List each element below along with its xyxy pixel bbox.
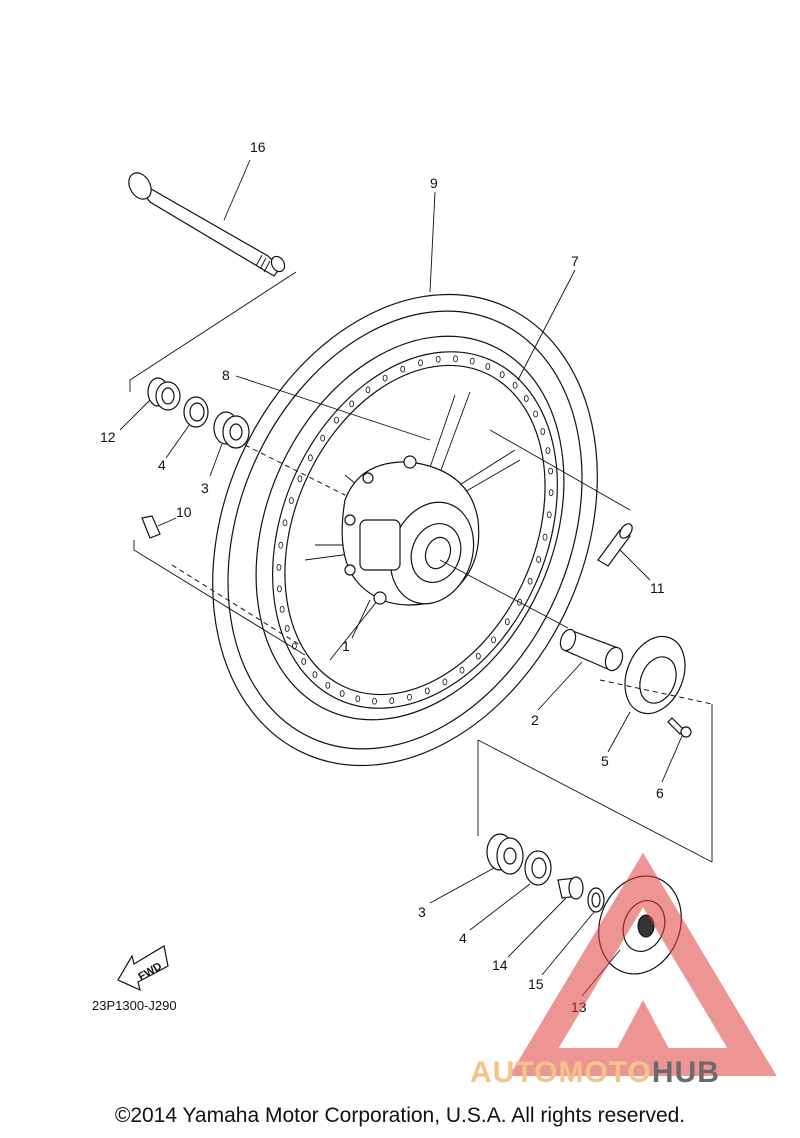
tire-valve <box>597 523 633 567</box>
callout-4-right: 4 <box>459 930 467 946</box>
rim-spoke-hole <box>349 400 355 408</box>
rim-spoke-hole <box>542 533 548 541</box>
rim-spoke-hole <box>546 511 552 519</box>
callout-3-right: 3 <box>418 904 426 920</box>
front-axle <box>128 172 286 277</box>
rim-spoke-hole <box>491 636 496 644</box>
rim-spoke-hole <box>365 386 371 394</box>
rim-spoke-hole <box>512 381 518 389</box>
rim <box>272 351 558 709</box>
callout-3-left: 3 <box>201 480 209 496</box>
callouts: 16 9 7 8 12 4 3 10 11 1 2 5 6 3 4 14 15 … <box>100 139 665 1015</box>
rim-spoke-hole <box>297 475 303 483</box>
rim-spoke-hole <box>418 359 423 367</box>
rim-spoke-hole <box>382 374 388 382</box>
rim-spoke-hole <box>284 625 290 632</box>
left-collar <box>147 377 181 411</box>
rim-spoke-hole <box>485 363 491 370</box>
copyright-notice: ©2014 Yamaha Motor Corporation, U.S.A. A… <box>114 1104 686 1127</box>
rim-spoke-hole <box>523 395 529 402</box>
callout-7: 7 <box>571 253 579 269</box>
rim-spoke-hole <box>339 690 345 697</box>
rim-spoke-hole <box>355 695 361 703</box>
drawing-code: 23P1300-J290 <box>92 998 177 1013</box>
rim-spoke-hole <box>400 365 406 373</box>
left-oil-seal <box>183 396 209 428</box>
fwd-arrow-icon: FWD <box>117 945 169 992</box>
rim-spoke-holes <box>276 355 554 705</box>
rim-spoke-hole <box>320 434 326 442</box>
rim-spoke-hole <box>540 428 546 435</box>
callout-2: 2 <box>531 712 539 728</box>
callout-16: 16 <box>250 139 266 155</box>
hub <box>341 455 480 606</box>
rim-spoke-hole <box>499 371 505 379</box>
rim-spoke-hole <box>282 519 288 527</box>
callout-4-left: 4 <box>158 457 166 473</box>
rim-spoke-hole <box>278 541 284 549</box>
rim-spoke-hole <box>527 577 533 585</box>
rim-spoke-hole <box>279 606 285 613</box>
sensor-rotor <box>624 635 686 715</box>
rim-spoke-hole <box>276 564 282 571</box>
tire <box>212 293 598 767</box>
exploded-parts-diagram: 16 9 7 8 12 4 3 10 11 1 2 5 6 3 4 14 15 … <box>92 139 777 1076</box>
o-ring <box>587 887 605 913</box>
rotor-screw <box>667 717 692 738</box>
rim-spoke-hole <box>372 697 377 705</box>
rim-spoke-hole <box>548 467 553 475</box>
rim-spoke-hole <box>424 687 430 695</box>
callout-5: 5 <box>601 753 609 769</box>
callout-9: 9 <box>430 175 438 191</box>
rim-spoke-hole <box>389 697 395 705</box>
rim-spoke-hole <box>504 618 510 626</box>
assembly-guide-lines <box>129 271 713 863</box>
callout-6: 6 <box>656 785 664 801</box>
rim-spoke-hole <box>536 556 541 563</box>
rim-spoke-hole <box>288 497 294 504</box>
callout-8: 8 <box>222 367 230 383</box>
rim-spoke-hole <box>301 658 307 665</box>
rim-spoke-hole <box>548 489 554 497</box>
callout-10: 10 <box>176 504 192 520</box>
rim-spoke-hole <box>453 355 458 363</box>
callout-12: 12 <box>100 429 116 445</box>
callout-11: 11 <box>650 580 665 596</box>
rim-spoke-hole <box>459 666 465 674</box>
rim-spoke-hole <box>435 355 441 363</box>
rim-spoke-hole <box>407 693 412 701</box>
watermark-brand-part-b: HUB <box>651 1056 720 1089</box>
rim-spoke-hole <box>545 447 551 455</box>
rim-spoke-hole <box>312 671 318 679</box>
rim-spoke-hole <box>307 454 313 462</box>
watermark-brand: AUTOMOTOHUB <box>470 1056 720 1090</box>
callout-14: 14 <box>492 957 508 973</box>
callout-1: 1 <box>342 638 350 654</box>
balance-weight <box>141 515 161 539</box>
rim-spoke-hole <box>469 357 475 365</box>
rim-spoke-hole <box>475 652 481 660</box>
rim-spoke-hole <box>334 416 339 424</box>
watermark-brand-part-a: AUTOMOTO <box>470 1056 652 1089</box>
callout-15: 15 <box>528 976 544 992</box>
right-oil-seal <box>524 850 552 886</box>
right-collar <box>559 628 624 672</box>
left-bearing <box>213 411 250 449</box>
rim-spoke-hole <box>276 585 282 593</box>
watermark-logo <box>509 852 777 1076</box>
spacer-collar <box>557 876 584 900</box>
rim-spoke-hole <box>325 682 331 689</box>
rim-spoke-hole <box>442 678 448 686</box>
right-bearing <box>486 833 524 875</box>
rim-spoke-hole <box>533 410 538 418</box>
